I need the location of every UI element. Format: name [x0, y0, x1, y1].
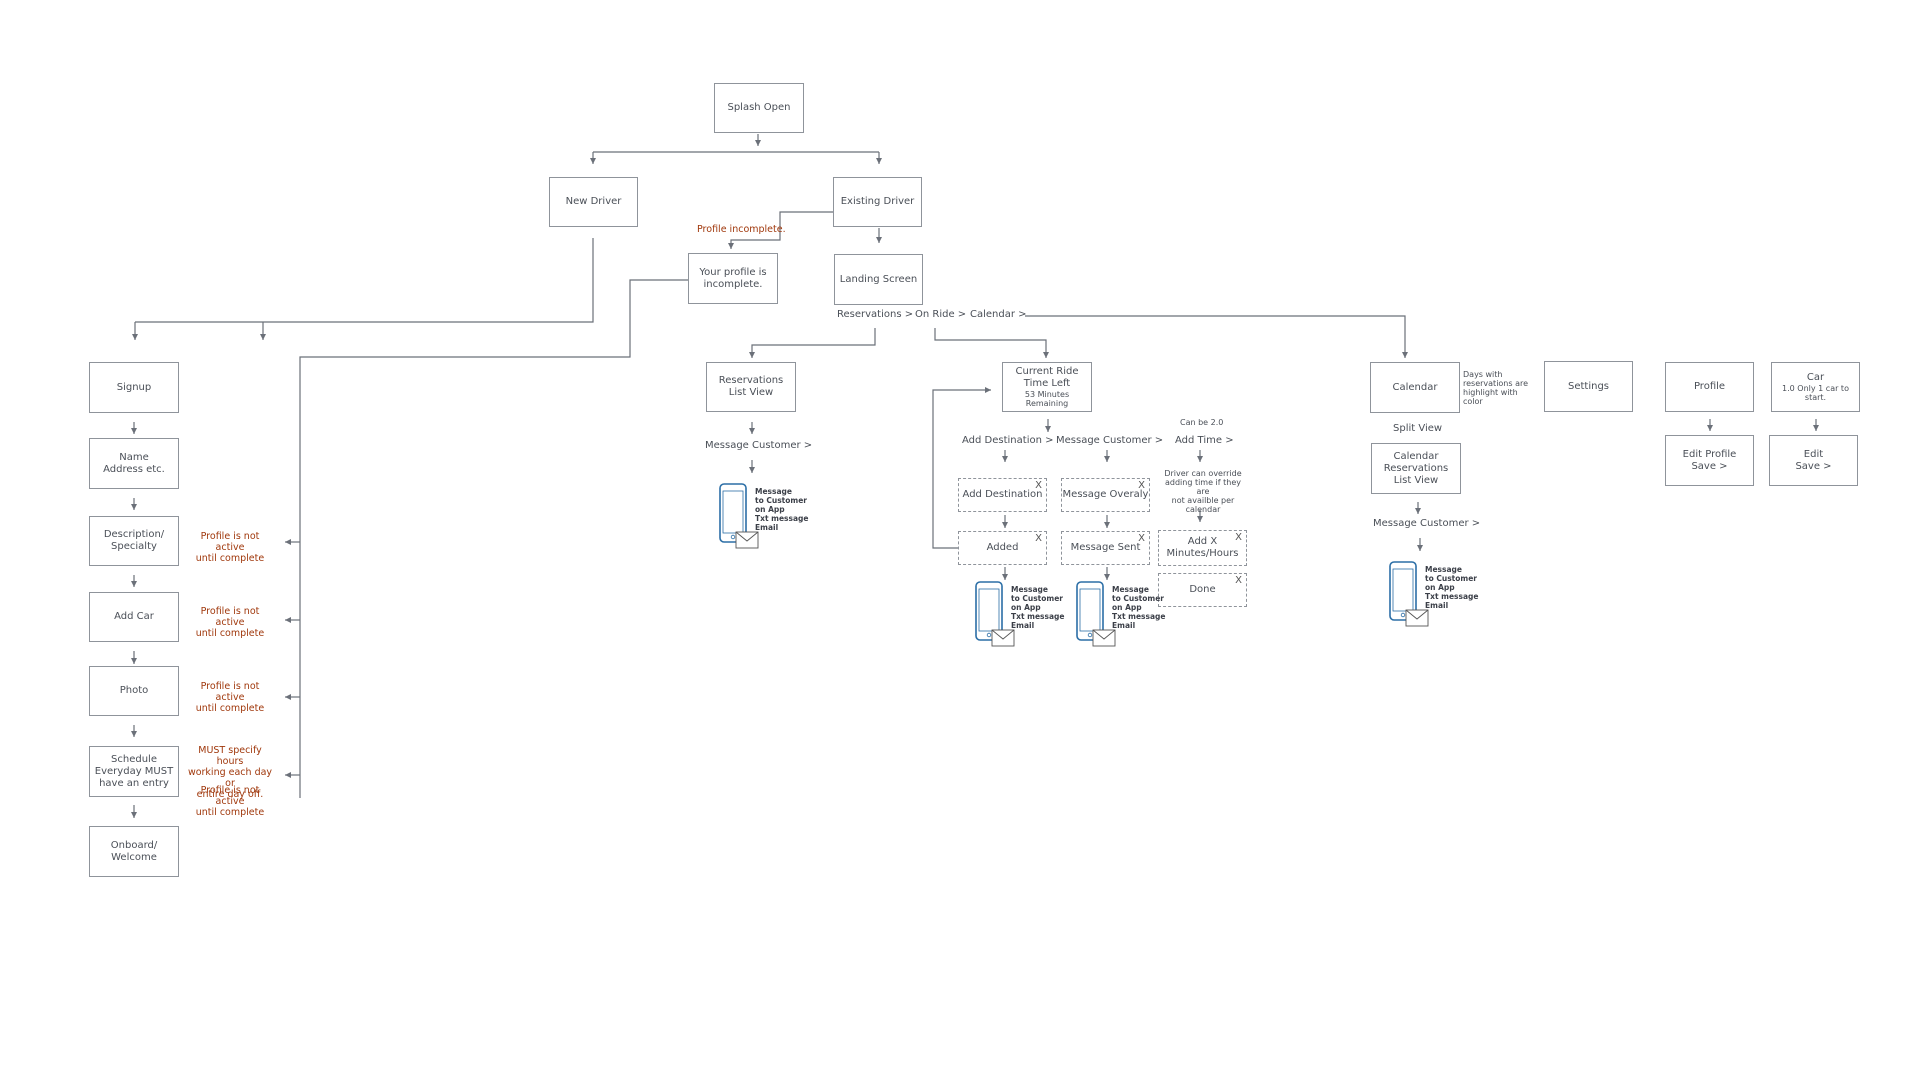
calendar-node: Calendar: [1370, 362, 1460, 413]
schedule-node: Schedule Everyday MUST have an entry: [89, 746, 179, 797]
message-overlay-label: Message Overaly: [1062, 489, 1149, 500]
close-icon: X: [1138, 480, 1145, 491]
calendar-highlight-note: Days with reservations are highlight wit…: [1463, 370, 1529, 406]
done-screen: Done X: [1158, 573, 1247, 607]
current-ride-label: Current Ride Time Left: [1015, 366, 1079, 389]
added-label: Added: [986, 542, 1019, 553]
car-note: 1.0 Only 1 car to start.: [1782, 384, 1849, 402]
phone-message-icon: Message to Customer on App Txt message E…: [1388, 561, 1488, 631]
edit-profile-node: Edit Profile Save >: [1665, 435, 1754, 486]
split-view-label: Split View: [1393, 423, 1443, 434]
add-destination-link: Add Destination >: [962, 435, 1054, 446]
message-customer-link: Message Customer >: [1373, 518, 1481, 529]
done-label: Done: [1189, 584, 1216, 595]
phone-message-text: Message to Customer on App Txt message E…: [755, 487, 809, 532]
message-customer-link: Message Customer >: [705, 440, 813, 451]
close-icon: X: [1235, 575, 1242, 586]
added-screen: Added X: [958, 531, 1047, 565]
add-car-node: Add Car: [89, 592, 179, 642]
settings-node: Settings: [1544, 361, 1633, 412]
add-time-link: Add Time >: [1175, 435, 1234, 446]
profile-node: Profile: [1665, 362, 1754, 412]
phone-message-icon: Message to Customer on App Txt message E…: [718, 483, 818, 553]
close-icon: X: [1035, 533, 1042, 544]
not-active-warning: Profile is not active until complete: [195, 785, 265, 818]
car-label: Car: [1806, 372, 1825, 383]
message-customer-link: Message Customer >: [1056, 435, 1164, 446]
not-active-warning: Profile is not active until complete: [195, 531, 265, 564]
new-driver-node: New Driver: [549, 177, 638, 227]
profile-incomplete-note: Profile incomplete.: [697, 224, 786, 235]
phone-message-text: Message to Customer on App Txt message E…: [1112, 585, 1166, 630]
onboard-welcome-node: Onboard/ Welcome: [89, 826, 179, 877]
calendar-reservations-node: Calendar Reservations List View: [1371, 443, 1461, 494]
driver-override-note: Driver can override adding time if they …: [1164, 469, 1242, 514]
calendar-link: Calendar >: [970, 309, 1027, 320]
description-node: Description/ Specialty: [89, 516, 179, 566]
existing-driver-node: Existing Driver: [833, 177, 922, 227]
name-address-node: Name Address etc.: [89, 438, 179, 489]
splash-open-node: Splash Open: [714, 83, 804, 133]
landing-screen-node: Landing Screen: [834, 254, 923, 305]
close-icon: X: [1138, 533, 1145, 544]
add-x-minutes-label: Add X Minutes/Hours: [1166, 536, 1239, 559]
not-active-warning: Profile is not active until complete: [195, 681, 265, 714]
can-be-20-note: Can be 2.0: [1180, 418, 1224, 427]
phone-message-icon: Message to Customer on App Txt message E…: [1075, 581, 1175, 651]
edit-car-node: Edit Save >: [1769, 435, 1858, 486]
phone-message-icon: Message to Customer on App Txt message E…: [974, 581, 1074, 651]
close-icon: X: [1035, 480, 1042, 491]
signup-node: Signup: [89, 362, 179, 413]
close-icon: X: [1235, 532, 1242, 543]
current-ride-remaining: 53 Minutes Remaining: [1024, 390, 1070, 408]
on-ride-link: On Ride >: [915, 309, 967, 320]
reservations-link: Reservations >: [837, 309, 914, 320]
phone-message-text: Message to Customer on App Txt message E…: [1425, 565, 1479, 610]
reservations-list-node: Reservations List View: [706, 362, 796, 412]
not-active-warning: Profile is not active until complete: [195, 606, 265, 639]
photo-node: Photo: [89, 666, 179, 716]
phone-message-text: Message to Customer on App Txt message E…: [1011, 585, 1065, 630]
add-destination-label: Add Destination: [962, 489, 1043, 500]
profile-incomplete-node: Your profile is incomplete.: [688, 253, 778, 304]
must-specify-warning: MUST specify hours working each day or e…: [187, 745, 273, 800]
message-sent-label: Message Sent: [1070, 542, 1141, 553]
